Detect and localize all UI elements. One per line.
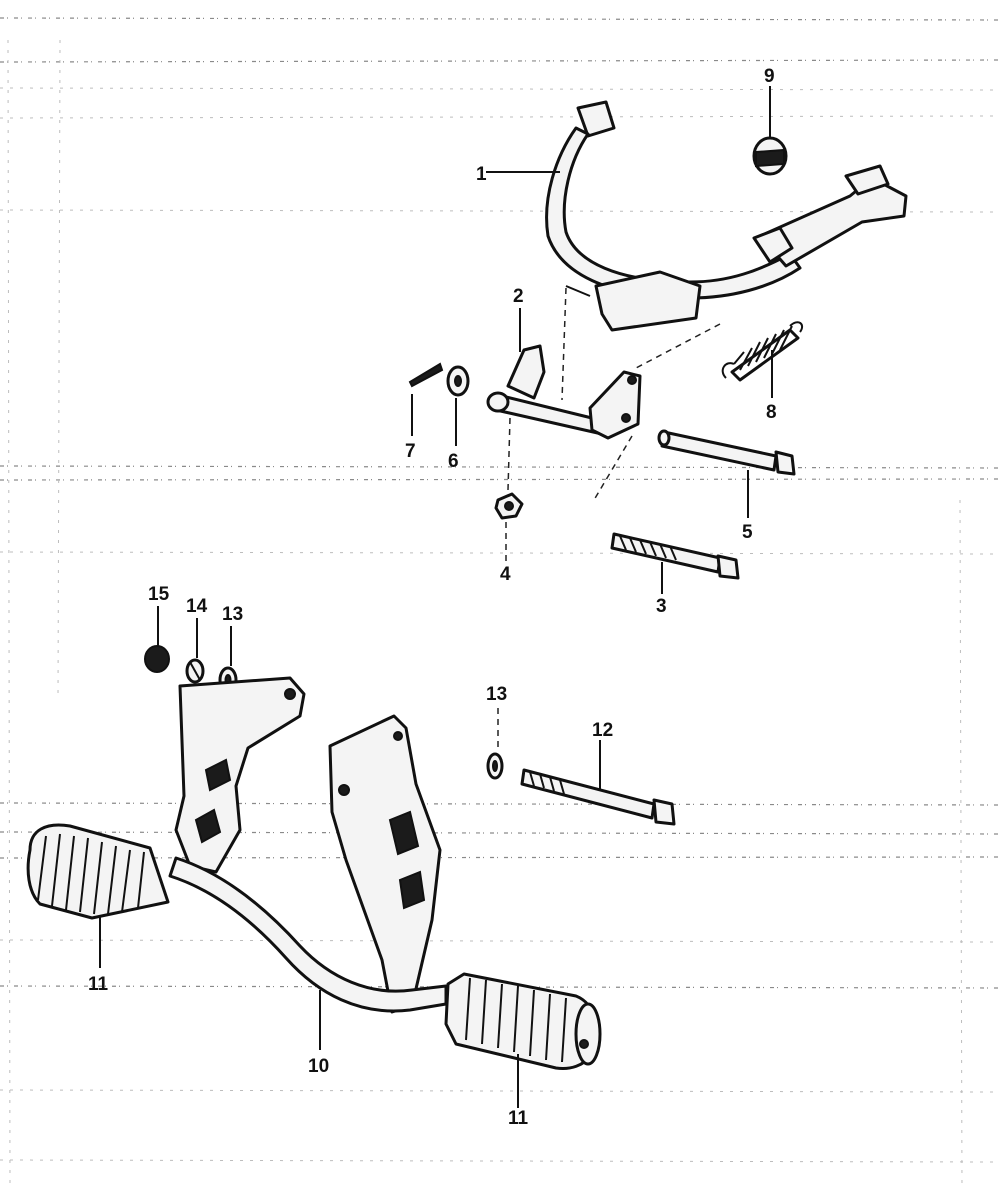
scan-noise — [0, 17, 1000, 1191]
guide-line — [593, 435, 633, 501]
callout-13-right: 13 — [486, 684, 507, 705]
callout-3: 3 — [656, 596, 667, 617]
footpeg-rubber-right — [444, 972, 602, 1108]
lock-washer-14 — [185, 618, 205, 684]
washer-13-right — [486, 708, 504, 780]
callout-13-left: 13 — [222, 604, 243, 625]
callout-5: 5 — [742, 522, 753, 543]
guide-line — [507, 417, 511, 491]
callout-11-right: 11 — [508, 1108, 529, 1129]
pivot-bolt — [657, 429, 796, 518]
callout-9: 9 — [764, 66, 775, 87]
callout-8: 8 — [766, 402, 777, 423]
callout-4: 4 — [500, 564, 511, 585]
guide-line — [635, 323, 721, 369]
callout-7: 7 — [405, 441, 416, 462]
footrest-bolt — [520, 740, 676, 826]
cotter-pin — [408, 362, 444, 436]
footpeg-rubber-left — [26, 823, 170, 968]
callout-15: 15 — [148, 584, 170, 605]
washer — [446, 365, 470, 446]
callout-10: 10 — [308, 1056, 329, 1077]
callout-6: 6 — [448, 451, 459, 472]
nut — [494, 492, 524, 562]
nut-15 — [144, 606, 170, 673]
callout-1: 1 — [476, 164, 487, 185]
main-stand — [545, 100, 908, 332]
long-bolt — [610, 532, 740, 594]
stand-shaft — [486, 308, 642, 440]
callout-14: 14 — [186, 596, 208, 617]
guide-line — [561, 287, 567, 401]
callout-2: 2 — [513, 286, 524, 307]
footrest-bar — [168, 676, 448, 1050]
callout-12: 12 — [592, 720, 613, 741]
stopper-cap — [752, 86, 788, 176]
callout-11-left: 11 — [88, 974, 109, 995]
stand-spring — [721, 321, 804, 398]
